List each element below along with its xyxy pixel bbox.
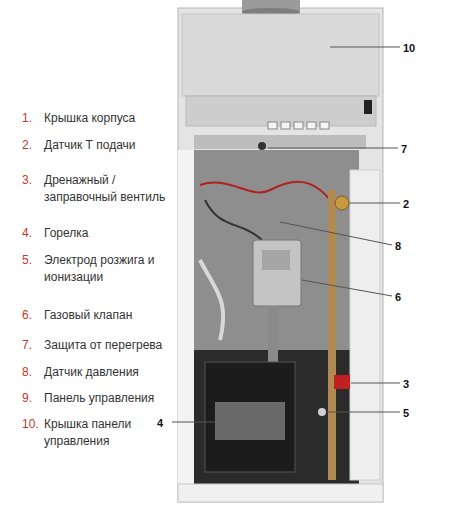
overheat-switch xyxy=(258,142,266,150)
insulation xyxy=(350,170,380,480)
part-name: Крышка корпуса xyxy=(44,110,184,127)
callout-number: 7 xyxy=(401,141,407,158)
list-number: 4. xyxy=(22,225,42,242)
side-panel xyxy=(178,150,194,485)
wires xyxy=(205,200,262,240)
callout-number: 5 xyxy=(403,405,409,422)
callout-number: 3 xyxy=(403,376,409,393)
part-name: Панель управления xyxy=(44,390,184,407)
callout-number: 8 xyxy=(395,238,401,255)
part-name: Датчик давления xyxy=(44,364,184,381)
leader-lines xyxy=(172,47,400,422)
burner xyxy=(215,402,285,440)
tube xyxy=(200,260,223,340)
list-number: 1. xyxy=(22,110,42,127)
panel-bracket xyxy=(194,135,366,149)
callout-number: 10 xyxy=(403,40,415,57)
part-name: Газовый клапан xyxy=(44,307,184,324)
part-name: Горелка xyxy=(44,225,184,242)
part-name: Дренажный / заправочный вентиль xyxy=(44,172,184,206)
callout-number: 6 xyxy=(395,289,401,306)
part-name: Электрод розжига и ионизации xyxy=(44,252,184,286)
list-number: 10. xyxy=(22,416,42,433)
list-number: 6. xyxy=(22,307,42,324)
list-number: 7. xyxy=(22,337,42,354)
wires xyxy=(200,182,330,200)
buttons xyxy=(268,122,329,129)
part-name: Защита от перегрева xyxy=(44,337,184,354)
part-name: Датчик Т подачи xyxy=(44,137,184,154)
list-number: 3. xyxy=(22,172,42,189)
gas-valve xyxy=(253,240,301,306)
burner-box xyxy=(205,362,295,472)
gas-valve-coil xyxy=(262,250,290,270)
base-frame xyxy=(178,484,383,502)
list-number: 2. xyxy=(22,137,42,154)
panel-cover xyxy=(182,14,379,96)
drain-valve xyxy=(334,375,350,389)
electrode xyxy=(318,408,326,416)
list-number: 8. xyxy=(22,364,42,381)
housing xyxy=(178,8,383,502)
callout-number: 2 xyxy=(403,196,409,213)
power-switch xyxy=(364,100,372,114)
callout-number: 4 xyxy=(157,415,163,432)
list-number: 5. xyxy=(22,252,42,269)
flow-sensor xyxy=(335,196,349,210)
list-number: 9. xyxy=(22,390,42,407)
